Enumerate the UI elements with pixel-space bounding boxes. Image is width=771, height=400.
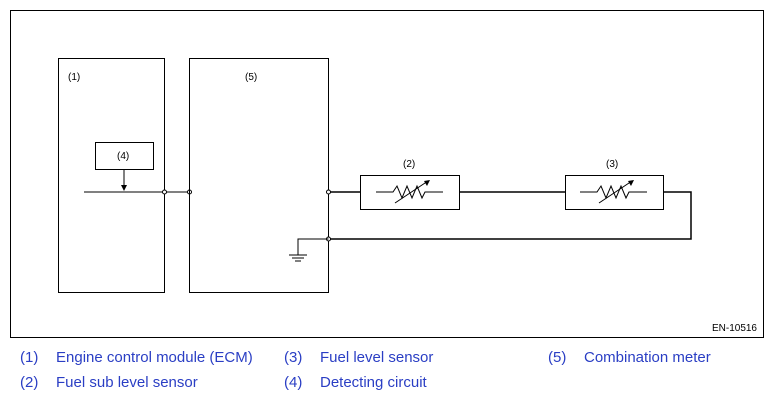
level-arrow-head	[628, 180, 634, 186]
ground-wire	[297, 238, 329, 255]
ecm-box	[58, 58, 165, 293]
legend-text: Engine control module (ECM)	[56, 349, 253, 366]
level-sensor-label: (3)	[606, 159, 618, 170]
legend-num: (4)	[284, 374, 303, 391]
legend-num: (1)	[20, 349, 39, 366]
ecm-label: (1)	[68, 72, 80, 83]
figure-code: EN-10516	[712, 323, 757, 334]
meter-sensor-terminal	[326, 189, 331, 195]
legend-text: Fuel level sensor	[320, 349, 434, 366]
wiring-diagram: (1) (4) (5) (2) (3) EN-10516	[10, 10, 764, 338]
diagram-frame	[10, 10, 764, 338]
sub-level-resistor-icon	[376, 184, 443, 200]
sub-level-arrow-head	[424, 180, 430, 186]
sub-level-sensor-label: (2)	[403, 159, 415, 170]
detecting-circuit-label: (4)	[117, 151, 129, 162]
sub-level-variable-arrow	[394, 180, 429, 204]
detecting-circuit-box	[95, 142, 154, 170]
legend-text: Detecting circuit	[320, 374, 427, 391]
detecting-arrow-head	[121, 185, 127, 191]
ecm-terminal	[162, 189, 167, 195]
return-wire	[330, 191, 692, 240]
legend-num: (5)	[548, 349, 567, 366]
legend-text: Combination meter	[584, 349, 711, 366]
legend-num: (2)	[20, 374, 39, 391]
legend-text: Fuel sub level sensor	[56, 374, 198, 391]
legend-num: (3)	[284, 349, 303, 366]
combination-meter-box	[189, 58, 329, 293]
legend: (1) Engine control module (ECM) (2) Fuel…	[0, 344, 771, 400]
level-resistor-icon	[580, 184, 647, 200]
combination-meter-label: (5)	[245, 72, 257, 83]
level-variable-arrow	[598, 180, 633, 204]
